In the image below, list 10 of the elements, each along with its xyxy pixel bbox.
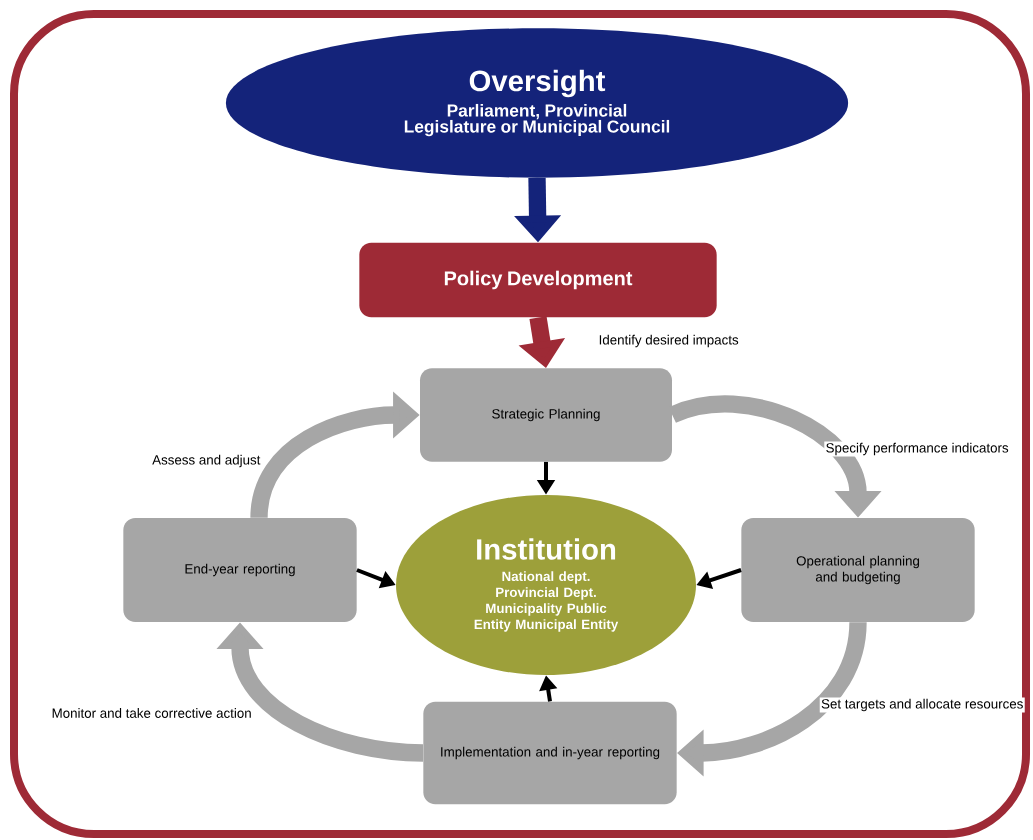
edge-label: Specify performance indicators (824, 441, 1010, 457)
process-box: End-year reporting (123, 518, 357, 622)
process-box: Implementation and in-year reporting (423, 701, 677, 805)
edge-label: Monitor and take corrective action (50, 706, 254, 720)
process-box: Operational planning and budgeting (741, 518, 975, 622)
edge-label: Assess and adjust (150, 453, 262, 469)
edge-label: Set targets and allocate resources (819, 697, 1025, 713)
process-box: Strategic Planning (420, 368, 672, 462)
policy-box: Policy Development (359, 242, 717, 318)
edge-label: Identify desired impacts (597, 333, 740, 349)
